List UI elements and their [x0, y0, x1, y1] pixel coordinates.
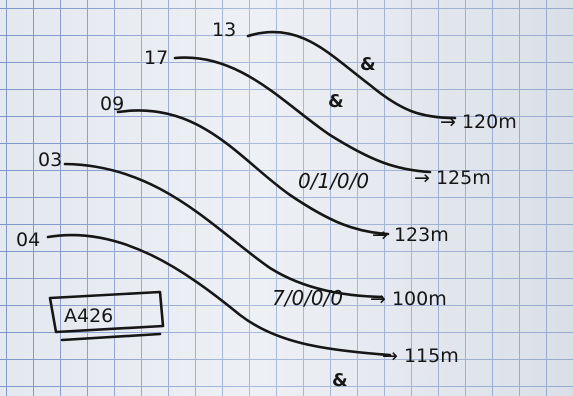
wire-mark-13: &: [360, 54, 376, 75]
box-outline: [48, 290, 165, 334]
wire-curve-09: [116, 109, 390, 236]
wire-curve-17: [173, 56, 432, 174]
wire-end-label-09: → 123m: [372, 224, 449, 246]
wire-note-03: 7/0/0/0: [272, 286, 343, 310]
wire-curve-03: [63, 162, 384, 299]
wire-mark-17: &: [328, 91, 344, 112]
box-label: A426: [64, 305, 113, 327]
wire-curve-04: [46, 233, 392, 357]
wire-end-label-04: → 115m: [382, 345, 459, 367]
wire-curve-13: [246, 30, 457, 120]
wire-label-17: 17: [144, 47, 168, 69]
wire-note-09: 0/1/0/0: [298, 169, 369, 193]
wire-end-label-13: → 120m: [440, 111, 517, 133]
wire-label-13: 13: [212, 19, 236, 41]
wire-mark-04: &: [332, 370, 348, 391]
wire-label-04: 04: [16, 229, 40, 251]
box-underline: [60, 332, 162, 342]
wire-end-label-03: → 100m: [370, 288, 447, 310]
wire-label-03: 03: [38, 149, 62, 171]
wire-end-label-17: → 125m: [414, 167, 491, 189]
wire-label-09: 09: [100, 93, 124, 115]
